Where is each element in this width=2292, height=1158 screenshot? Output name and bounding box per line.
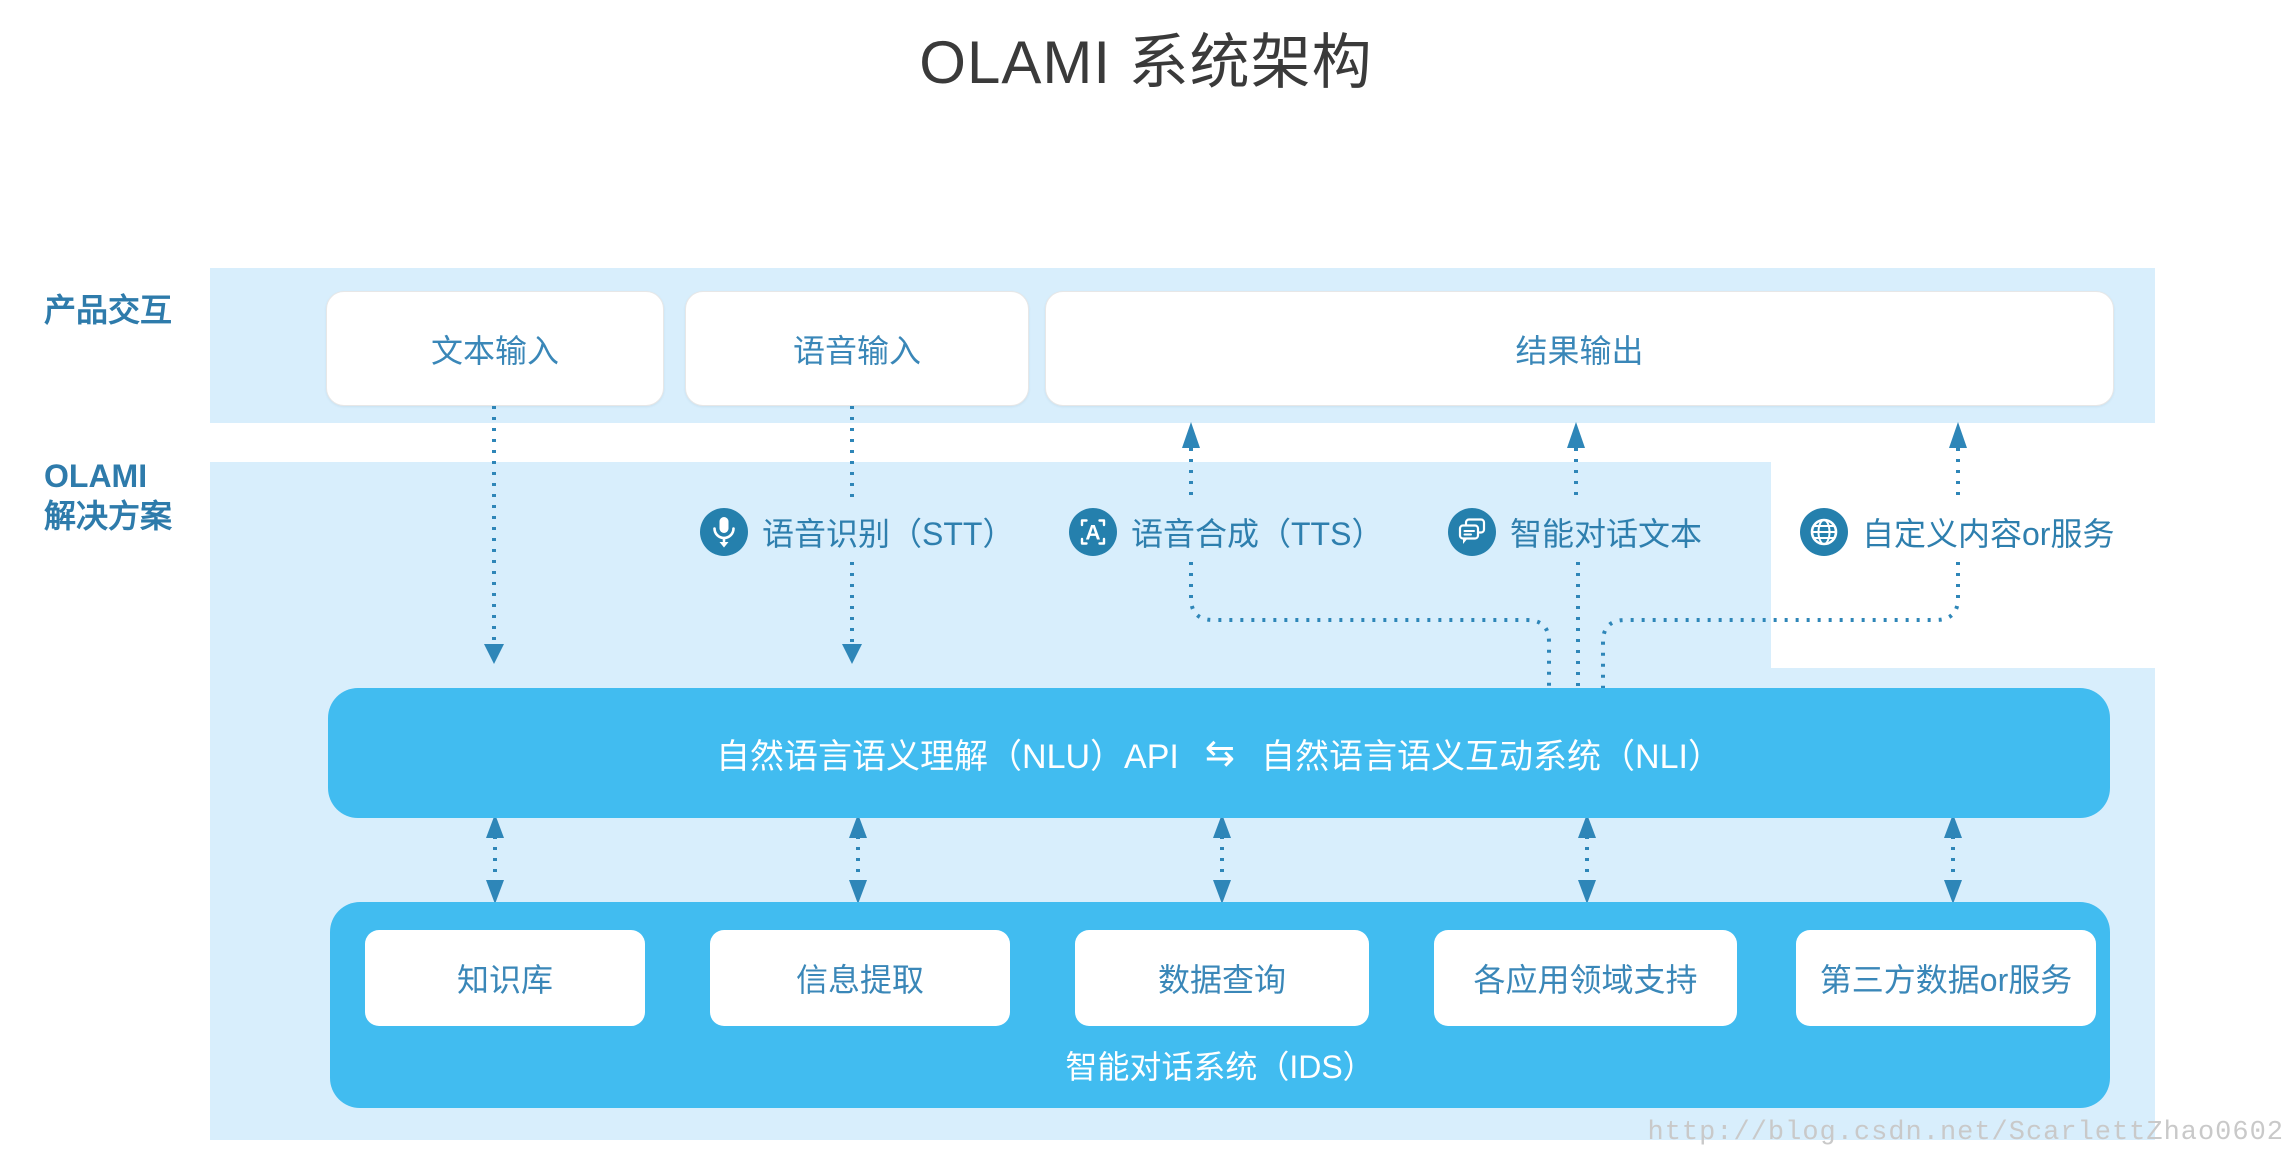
box-knowledge-base: 知识库 (365, 930, 645, 1026)
two-way-arrow-icon: ⇆ (1204, 732, 1236, 773)
box-third-party-data: 第三方数据or服务 (1796, 930, 2096, 1026)
box-voice-input: 语音输入 (685, 291, 1029, 406)
service-custom-content-label: 自定义内容or服务 (1862, 516, 2115, 552)
watermark-url: http://blog.csdn.net/ScarlettZhao0602 (1647, 1118, 2284, 1148)
nlu-bar-right-text: 自然语言语义互动系统（NLI） (1261, 737, 1722, 776)
nlu-bar-left-text: 自然语言语义理解（NLU）API (716, 737, 1179, 776)
service-stt-label: 语音识别（STT） (762, 516, 1015, 552)
service-tts: A 语音合成（TTS） (1069, 506, 1383, 558)
service-dialog-text-label: 智能对话文本 (1510, 516, 1703, 552)
page-title: OLAMI 系统架构 (919, 29, 1373, 96)
side-label-olami-line2: 解决方案 (44, 498, 173, 534)
service-custom-content: 自定义内容or服务 (1800, 506, 2114, 558)
speech-synthesis-icon: A (1069, 508, 1117, 556)
box-info-extraction: 信息提取 (710, 930, 1010, 1026)
solution-band-upper (210, 462, 1771, 668)
side-label-product-interaction: 产品交互 (44, 292, 173, 328)
chat-bubbles-icon (1448, 508, 1496, 556)
microphone-icon (700, 508, 748, 556)
service-tts-label: 语音合成（TTS） (1131, 516, 1384, 552)
nlu-bar: 自然语言语义理解（NLU）API ⇆ 自然语言语义互动系统（NLI） (328, 688, 2110, 818)
ids-label: 智能对话系统（IDS） (1065, 1049, 1375, 1085)
service-stt: 语音识别（STT） (700, 506, 1014, 558)
box-result-output: 结果输出 (1045, 291, 2114, 406)
box-text-input: 文本输入 (326, 291, 664, 406)
side-label-olami-solution: OLAMI 解决方案 (44, 456, 172, 536)
svg-text:A: A (1085, 522, 1100, 545)
box-app-domain-support: 各应用领域支持 (1434, 930, 1737, 1026)
service-dialog-text: 智能对话文本 (1448, 506, 1702, 558)
side-label-olami-line1: OLAMI (44, 458, 148, 494)
box-data-query: 数据查询 (1075, 930, 1369, 1026)
globe-icon (1800, 508, 1848, 556)
